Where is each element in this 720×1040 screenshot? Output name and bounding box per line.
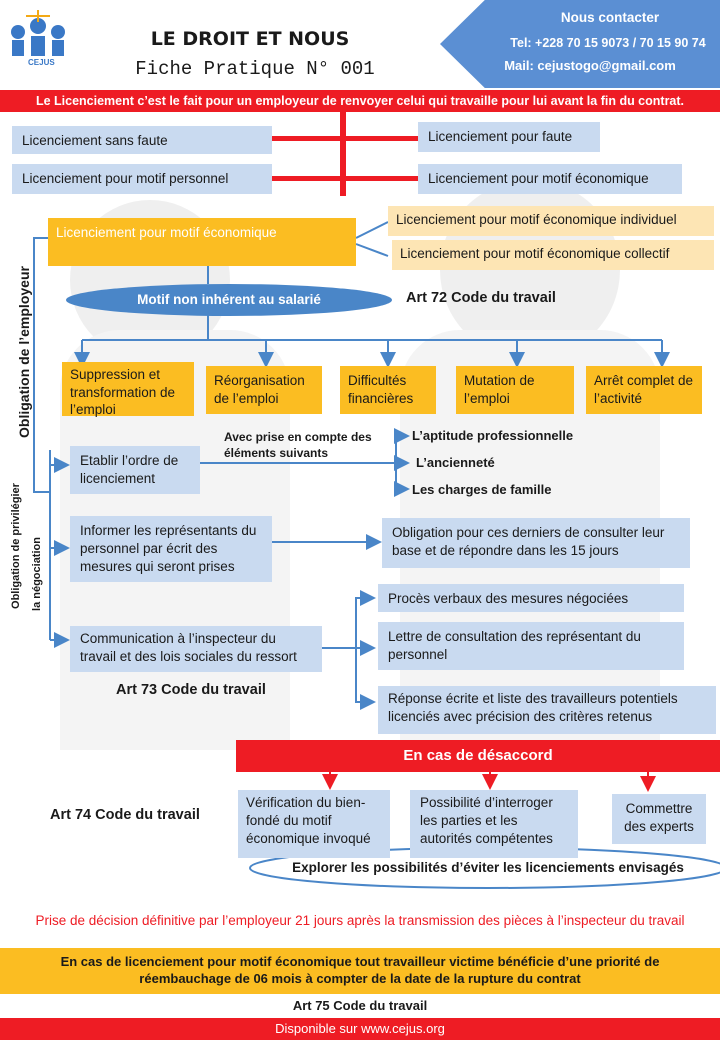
cejus-logo: CEJUS	[4, 6, 72, 70]
informer-result: Obligation pour ces derniers de consulte…	[382, 518, 690, 568]
step-ordre: Etablir l’ordre de licenciement	[70, 446, 200, 494]
art73-label: Art 73 Code du travail	[116, 682, 266, 698]
cause-arret: Arrêt complet de l’activité	[586, 366, 702, 414]
cause-reorganisation: Réorganisation de l’emploi	[206, 366, 322, 414]
criterion-charges: Les charges de famille	[412, 482, 552, 497]
type-motif-personnel: Licenciement pour motif personnel	[12, 164, 272, 194]
doc-reponse-ecrite: Réponse écrite et liste des travailleurs…	[378, 686, 716, 734]
cause-mutation: Mutation de l’emploi	[456, 366, 574, 414]
criterion-aptitude: L’aptitude professionnelle	[412, 428, 574, 443]
motif-ellipse: Motif non inhérent au salarié	[66, 284, 392, 316]
step-communication: Communication à l’inspecteur du travail …	[70, 626, 322, 672]
step-informer: Informer les représentants du personnel …	[70, 516, 272, 582]
desaccord-banner: En cas de désaccord	[236, 740, 720, 772]
art74-label: Art 74 Code du travail	[50, 807, 200, 823]
footer-banner: Disponible sur www.cejus.org	[0, 1018, 720, 1040]
side-label-obligation-employeur: Obligation de l’employeur	[16, 266, 32, 438]
page-subtitle: Fiche Pratique N° 001	[135, 58, 375, 80]
contact-phone: Tel: +228 70 15 9073 / 70 15 90 74	[510, 36, 706, 50]
action-interroger: Possibilité d’interroger les parties et …	[410, 790, 578, 858]
contact-heading: Nous contacter	[560, 10, 660, 25]
art72-label: Art 72 Code du travail	[406, 290, 556, 306]
criterion-anciennete: L’ancienneté	[416, 455, 495, 470]
cause-difficultes: Difficultés financières	[340, 366, 436, 414]
decision-text: Prise de décision définitive par l’emplo…	[35, 913, 685, 928]
explore-text: Explorer les possibilités d’éviter les l…	[292, 860, 684, 875]
page-title: LE DROIT ET NOUS	[150, 28, 350, 50]
criteria-intro: Avec prise en compte des éléments suivan…	[224, 430, 372, 460]
action-verification: Vérification du bien-fondé du motif écon…	[238, 790, 390, 858]
priorite-box: En cas de licenciement pour motif économ…	[0, 948, 720, 994]
type-sans-faute: Licenciement sans faute	[12, 126, 272, 154]
economique-collectif: Licenciement pour motif économique colle…	[392, 240, 714, 270]
side-label-negociation-1: Obligation de privilégier	[10, 483, 22, 609]
logo-text: CEJUS	[28, 58, 55, 67]
contact-mail: Mail: cejustogo@gmail.com	[504, 58, 676, 73]
action-experts: Commettre des experts	[612, 794, 706, 844]
doc-lettre-consultation: Lettre de consultation des représentant …	[378, 622, 684, 670]
cause-suppression: Suppression et transformation de l’emplo…	[62, 362, 194, 417]
type-pour-faute: Licenciement pour faute	[418, 122, 600, 152]
economique-individuel: Licenciement pour motif économique indiv…	[388, 206, 714, 236]
side-label-negociation-2: la négociation	[31, 537, 43, 611]
type-motif-economique: Licenciement pour motif économique	[418, 164, 682, 194]
contact-panel	[440, 0, 720, 88]
economique-main-box: Licenciement pour motif économique	[48, 218, 356, 266]
art75-label: Art 75 Code du travail	[292, 998, 428, 1013]
doc-proces-verbaux: Procès verbaux des mesures négociées	[378, 584, 684, 612]
scales-of-justice-icon	[11, 10, 65, 56]
definition-banner: Le Licenciement c’est le fait pour un em…	[0, 90, 720, 112]
